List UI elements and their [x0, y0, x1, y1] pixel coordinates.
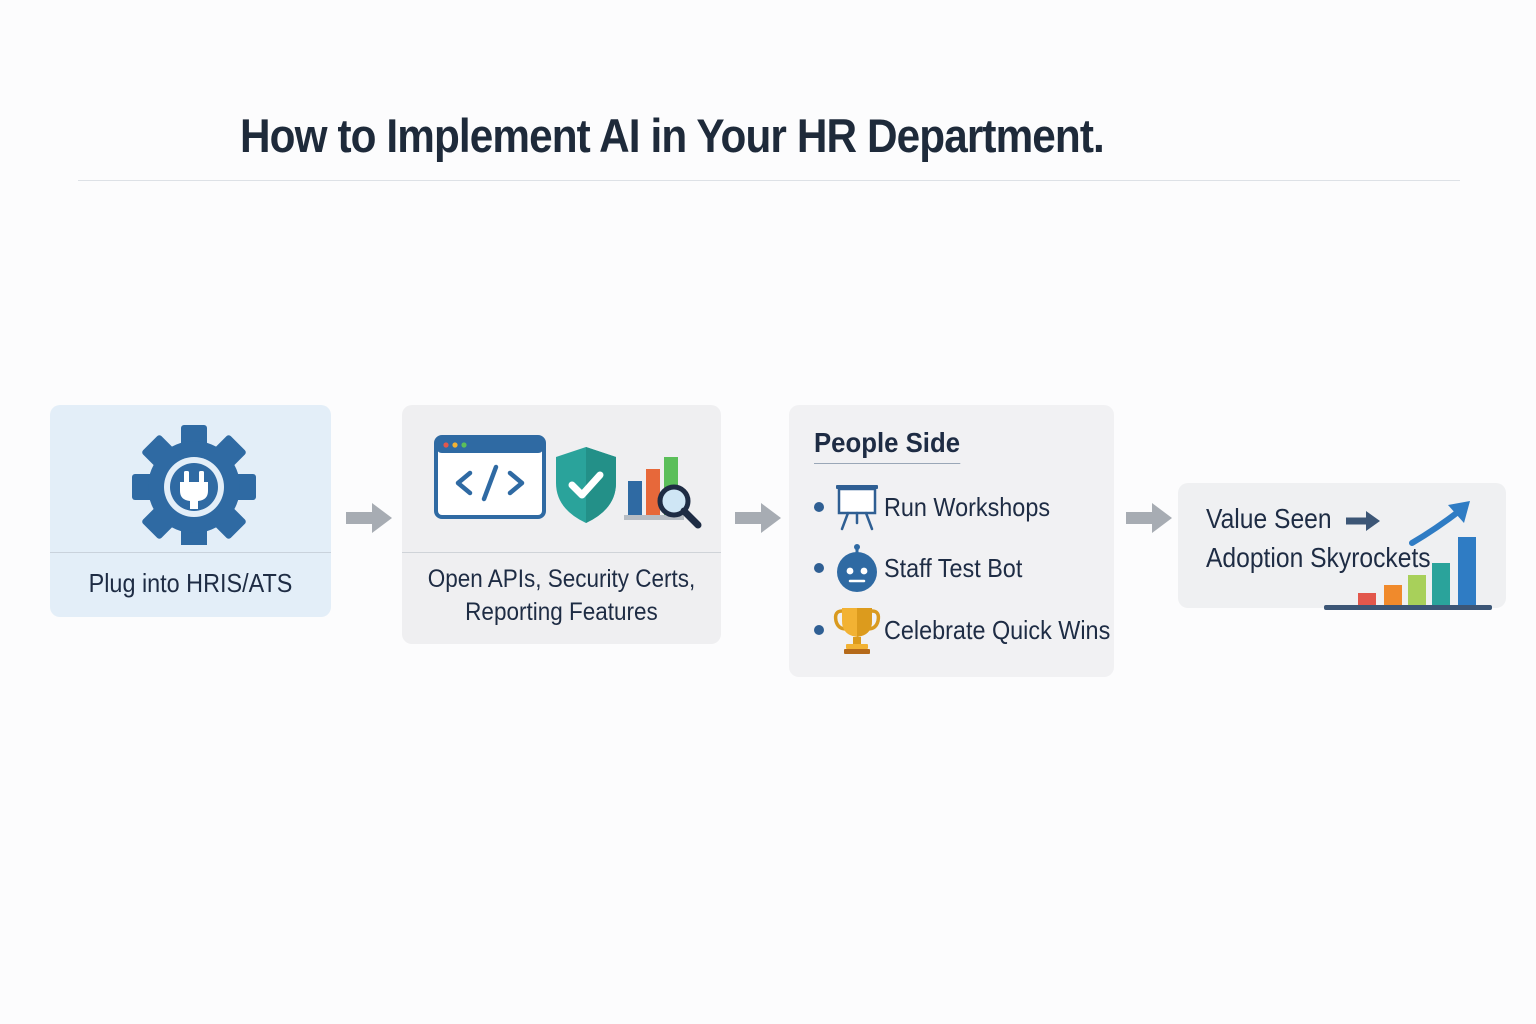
code-window-icon [434, 435, 546, 519]
list-item: Staff Test Bot [814, 543, 1038, 593]
robot-icon [832, 543, 882, 593]
bullet [814, 502, 824, 512]
chart-search-icon [624, 457, 702, 529]
trophy-icon [832, 605, 882, 655]
flow-arrow-icon [735, 503, 781, 533]
step-card-requirements: Open APIs, Security Certs, Reporting Fea… [402, 405, 721, 644]
page-title: How to Implement AI in Your HR Departmen… [240, 109, 1105, 162]
growth-chart-icon [1324, 501, 1492, 610]
step-card-outcome: Value Seen Adoption Skyrockets [1178, 483, 1506, 610]
step-card-people-side: People Side Run Workshops Staff Test Bot [789, 405, 1114, 677]
adoption-text: Adoption Skyrockets [1206, 542, 1431, 573]
title-divider [78, 180, 1460, 181]
presentation-board-icon [832, 482, 882, 532]
list-item-label: Staff Test Bot [884, 552, 1023, 583]
right-arrow-icon [1346, 511, 1380, 531]
flow-arrow-icon [346, 503, 392, 533]
bullet [814, 563, 824, 573]
bullet [814, 625, 824, 635]
step-label: Plug into HRIS/ATS [88, 568, 293, 598]
list-item: Run Workshops [814, 482, 1069, 532]
step-label: Open APIs, Security Certs, Reporting Fea… [418, 563, 705, 629]
gear-plug-icon [132, 425, 256, 545]
value-seen-text: Value Seen [1206, 503, 1332, 534]
shield-check-icon [556, 447, 616, 523]
step-card-integration: Plug into HRIS/ATS [50, 405, 331, 617]
list-item-label: Celebrate Quick Wins [884, 614, 1111, 645]
step-label-line-1: Open APIs, Security Certs, [427, 565, 696, 593]
card-divider [50, 552, 331, 553]
flow-arrow-icon [1126, 503, 1172, 533]
list-item-label: Run Workshops [884, 491, 1051, 522]
list-item: Celebrate Quick Wins [814, 605, 1135, 655]
card-divider [402, 552, 721, 553]
people-side-heading: People Side [814, 427, 961, 464]
step-label-line-2: Reporting Features [465, 598, 658, 626]
